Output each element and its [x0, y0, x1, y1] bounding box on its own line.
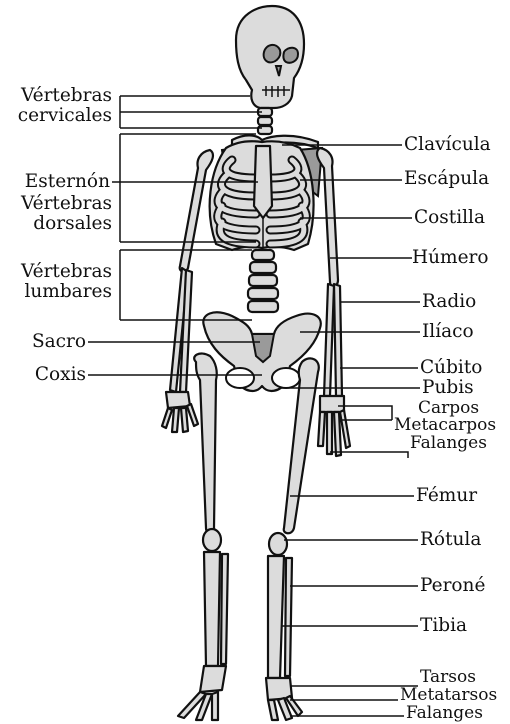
label-vertebras-dorsales-line2: dorsales	[12, 214, 112, 234]
label-vertebras-cervicales: Vértebras cervicales	[12, 86, 112, 126]
label-costilla: Costilla	[414, 208, 485, 228]
label-vertebras-lumbares-line1: Vértebras	[12, 262, 112, 282]
skull	[236, 6, 304, 108]
label-falanges-mano: Falanges	[410, 434, 487, 452]
label-falanges-pie: Falanges	[406, 704, 483, 722]
rib-cage	[210, 141, 314, 250]
lumbar-spine	[248, 250, 278, 312]
label-iliaco: Ilíaco	[422, 322, 474, 342]
label-vertebras-lumbares: Vértebras lumbares	[12, 262, 112, 302]
label-escapula: Escápula	[404, 169, 489, 189]
label-femur: Fémur	[416, 486, 477, 506]
label-tibia: Tibia	[420, 616, 467, 636]
label-rotula: Rótula	[420, 530, 481, 550]
label-esternon: Esternón	[10, 172, 110, 192]
label-humero: Húmero	[412, 248, 489, 268]
label-vertebras-dorsales-line1: Vértebras	[12, 194, 112, 214]
label-vertebras-cervicales-line1: Vértebras	[12, 86, 112, 106]
label-vertebras-lumbares-line2: lumbares	[12, 282, 112, 302]
label-pubis: Pubis	[422, 378, 474, 398]
label-vertebras-cervicales-line2: cervicales	[12, 106, 112, 126]
label-coxis: Coxis	[0, 365, 86, 385]
label-vertebras-dorsales: Vértebras dorsales	[12, 194, 112, 234]
label-sacro: Sacro	[0, 332, 86, 352]
label-metacarpos: Metacarpos	[394, 416, 496, 434]
right-leg	[266, 358, 319, 720]
label-metatarsos: Metatarsos	[400, 686, 497, 704]
label-clavicula: Clavícula	[404, 135, 491, 155]
label-cubito: Cúbito	[420, 358, 482, 378]
label-radio: Radio	[422, 292, 476, 312]
label-tarsos: Tarsos	[420, 668, 476, 686]
label-perone: Peroné	[420, 576, 485, 596]
